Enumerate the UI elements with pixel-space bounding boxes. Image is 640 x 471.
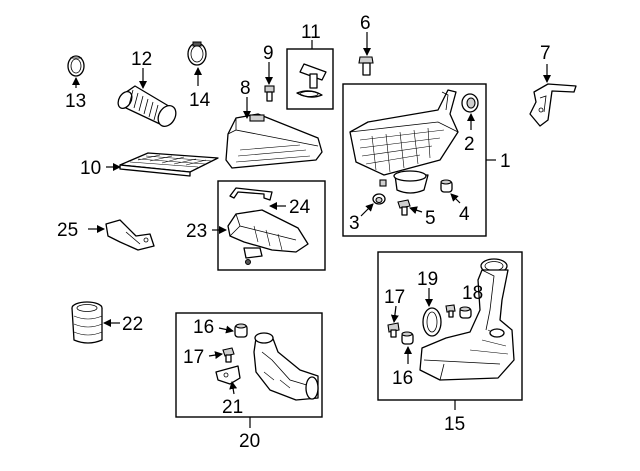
air-duct-20	[253, 332, 319, 401]
bracket-7	[529, 83, 577, 127]
air-filter-10	[119, 152, 219, 177]
seal-24	[229, 187, 273, 201]
cushion-16-left	[234, 323, 248, 338]
callout-10: 10	[80, 158, 101, 179]
callout-25: 25	[57, 220, 78, 241]
resonator-23	[227, 209, 309, 265]
clamp-13	[67, 55, 85, 77]
callout-13: 13	[65, 91, 86, 112]
callout-17b: 17	[384, 287, 405, 308]
group-box-20	[175, 312, 323, 418]
grommet-2	[461, 93, 479, 113]
duct-22	[71, 301, 103, 344]
callout-19: 19	[417, 269, 438, 290]
band-19	[422, 307, 442, 337]
callout-17a: 17	[183, 347, 204, 368]
bolt-right-small	[445, 304, 456, 318]
callout-23: 23	[186, 221, 207, 242]
cushion-4	[440, 179, 453, 193]
callout-4: 4	[459, 204, 470, 225]
callout-5: 5	[425, 208, 436, 229]
callout-24: 24	[289, 197, 311, 218]
callout-3: 3	[349, 213, 360, 234]
callout-16a: 16	[193, 317, 214, 338]
callout-6: 6	[360, 13, 371, 34]
bolt-9	[264, 85, 275, 102]
callout-21: 21	[222, 397, 243, 418]
bolt-17-right	[387, 322, 400, 338]
callout-12: 12	[131, 49, 152, 70]
group-box-11	[286, 48, 334, 110]
callout-7: 7	[540, 43, 551, 64]
sensor-11	[296, 63, 327, 98]
group-box-15	[377, 251, 523, 401]
callout-22: 22	[122, 314, 143, 335]
callout-16b: 16	[392, 368, 413, 389]
callout-8: 8	[240, 78, 251, 99]
callout-14: 14	[189, 90, 211, 111]
clamp-14	[187, 41, 207, 66]
callout-20: 20	[239, 431, 260, 452]
cushion-16-right	[401, 331, 414, 345]
bracket-21	[215, 365, 241, 385]
callout-2: 2	[464, 134, 475, 155]
air-cleaner-housing-1	[349, 89, 459, 194]
intake-hose-12	[117, 85, 177, 127]
callout-1: 1	[500, 151, 511, 172]
bracket-25	[105, 219, 155, 251]
cushion-3	[372, 193, 386, 205]
callout-9: 9	[263, 43, 274, 64]
bolt-5	[397, 199, 411, 216]
callout-11: 11	[301, 22, 321, 43]
air-duct-15	[419, 269, 515, 381]
callout-18: 18	[462, 283, 483, 304]
bolt-6	[358, 56, 374, 76]
bolt-17-left	[222, 347, 235, 363]
cushion-right-small	[459, 306, 472, 319]
air-cleaner-cover-8	[225, 113, 323, 169]
group-box-23	[217, 180, 326, 271]
callout-15: 15	[444, 414, 465, 435]
